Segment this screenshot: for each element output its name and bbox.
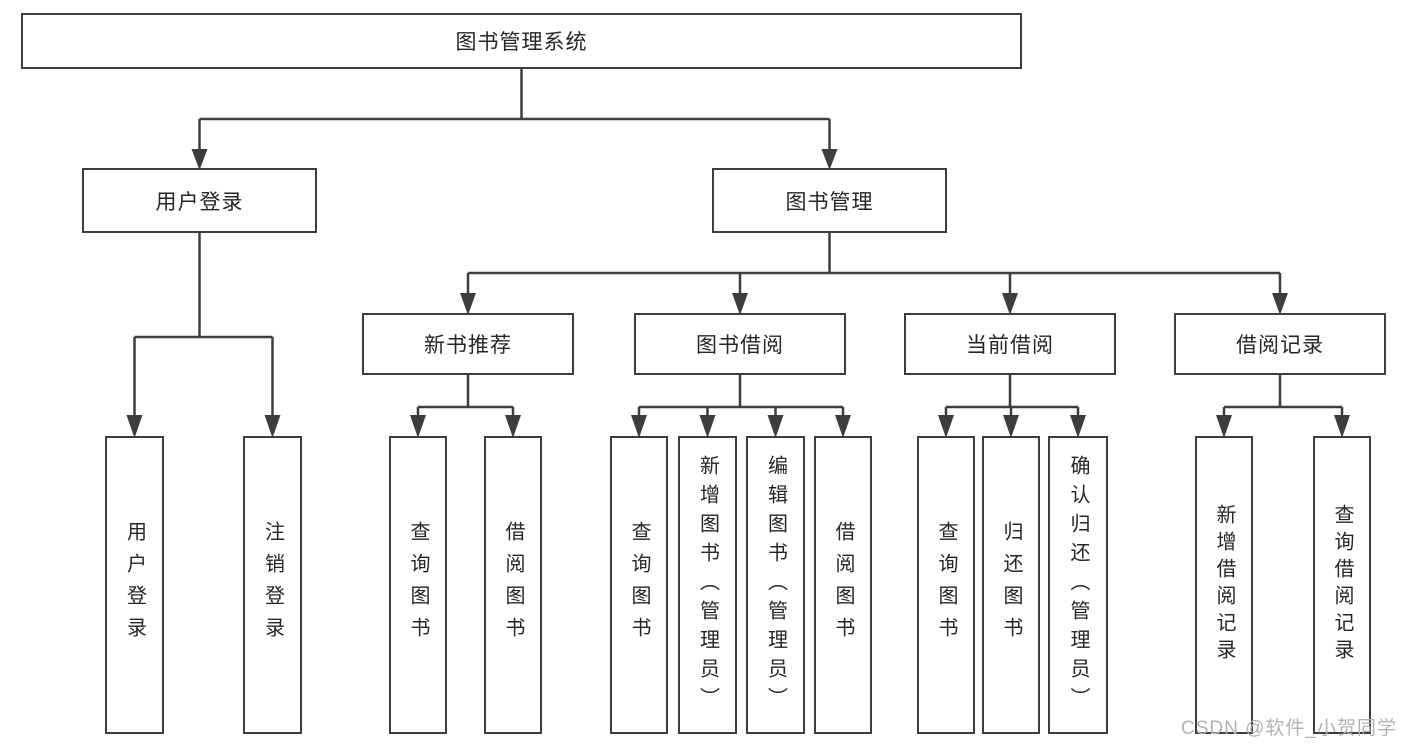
- arrow-icon: [126, 415, 143, 438]
- arrowheads: [126, 149, 1350, 438]
- arrow-icon: [410, 415, 426, 438]
- arrow-icon: [1334, 415, 1350, 438]
- arrow-icon: [732, 293, 748, 315]
- node-book-borrow: 图书借阅: [634, 313, 846, 375]
- node-user-login: 用户登录: [82, 168, 317, 233]
- node-current-borrow: 当前借阅: [904, 313, 1116, 375]
- arrow-icon: [767, 415, 784, 438]
- arrow-icon: [191, 149, 208, 170]
- arrow-icon: [1070, 415, 1086, 438]
- watermark-text: CSDN @软件_小贺同学: [1181, 718, 1397, 739]
- arrow-icon: [631, 415, 647, 438]
- node-borrow-records: 借阅记录: [1174, 313, 1386, 375]
- node-library-management-system: 图书管理系统: [21, 13, 1022, 69]
- node-book-management: 图书管理: [712, 168, 947, 233]
- arrow-icon: [699, 415, 716, 438]
- arrow-icon: [1216, 415, 1232, 438]
- leaf-add-book-admin: 新增图书（管理员）: [678, 436, 737, 734]
- leaf-query-borrow-record: 查询借阅记录: [1313, 436, 1371, 734]
- arrow-icon: [460, 293, 476, 315]
- arrow-icon: [821, 149, 838, 170]
- leaf-query-books-current: 查询图书: [917, 436, 975, 734]
- leaf-query-books-borrow: 查询图书: [610, 436, 668, 734]
- leaf-edit-book-admin: 编辑图书（管理员）: [746, 436, 805, 734]
- node-new-book-recommend: 新书推荐: [362, 313, 574, 375]
- arrow-icon: [1003, 415, 1019, 438]
- leaf-query-books-recommend: 查询图书: [389, 436, 447, 734]
- leaf-logout: 注销登录: [243, 436, 302, 734]
- leaf-return-books: 归还图书: [982, 436, 1040, 734]
- leaf-user-login: 用户登录: [105, 436, 164, 734]
- leaf-borrow-books-recommend: 借阅图书: [484, 436, 542, 734]
- arrow-icon: [264, 415, 281, 438]
- arrow-icon: [835, 415, 851, 438]
- arrow-icon: [1002, 293, 1018, 315]
- leaf-borrow-books: 借阅图书: [814, 436, 872, 734]
- arrow-icon: [505, 415, 521, 438]
- leaf-add-borrow-record: 新增借阅记录: [1195, 436, 1253, 734]
- leaf-confirm-return-admin: 确认归还（管理员）: [1048, 436, 1108, 734]
- arrow-icon: [1272, 293, 1288, 315]
- arrow-icon: [938, 415, 954, 438]
